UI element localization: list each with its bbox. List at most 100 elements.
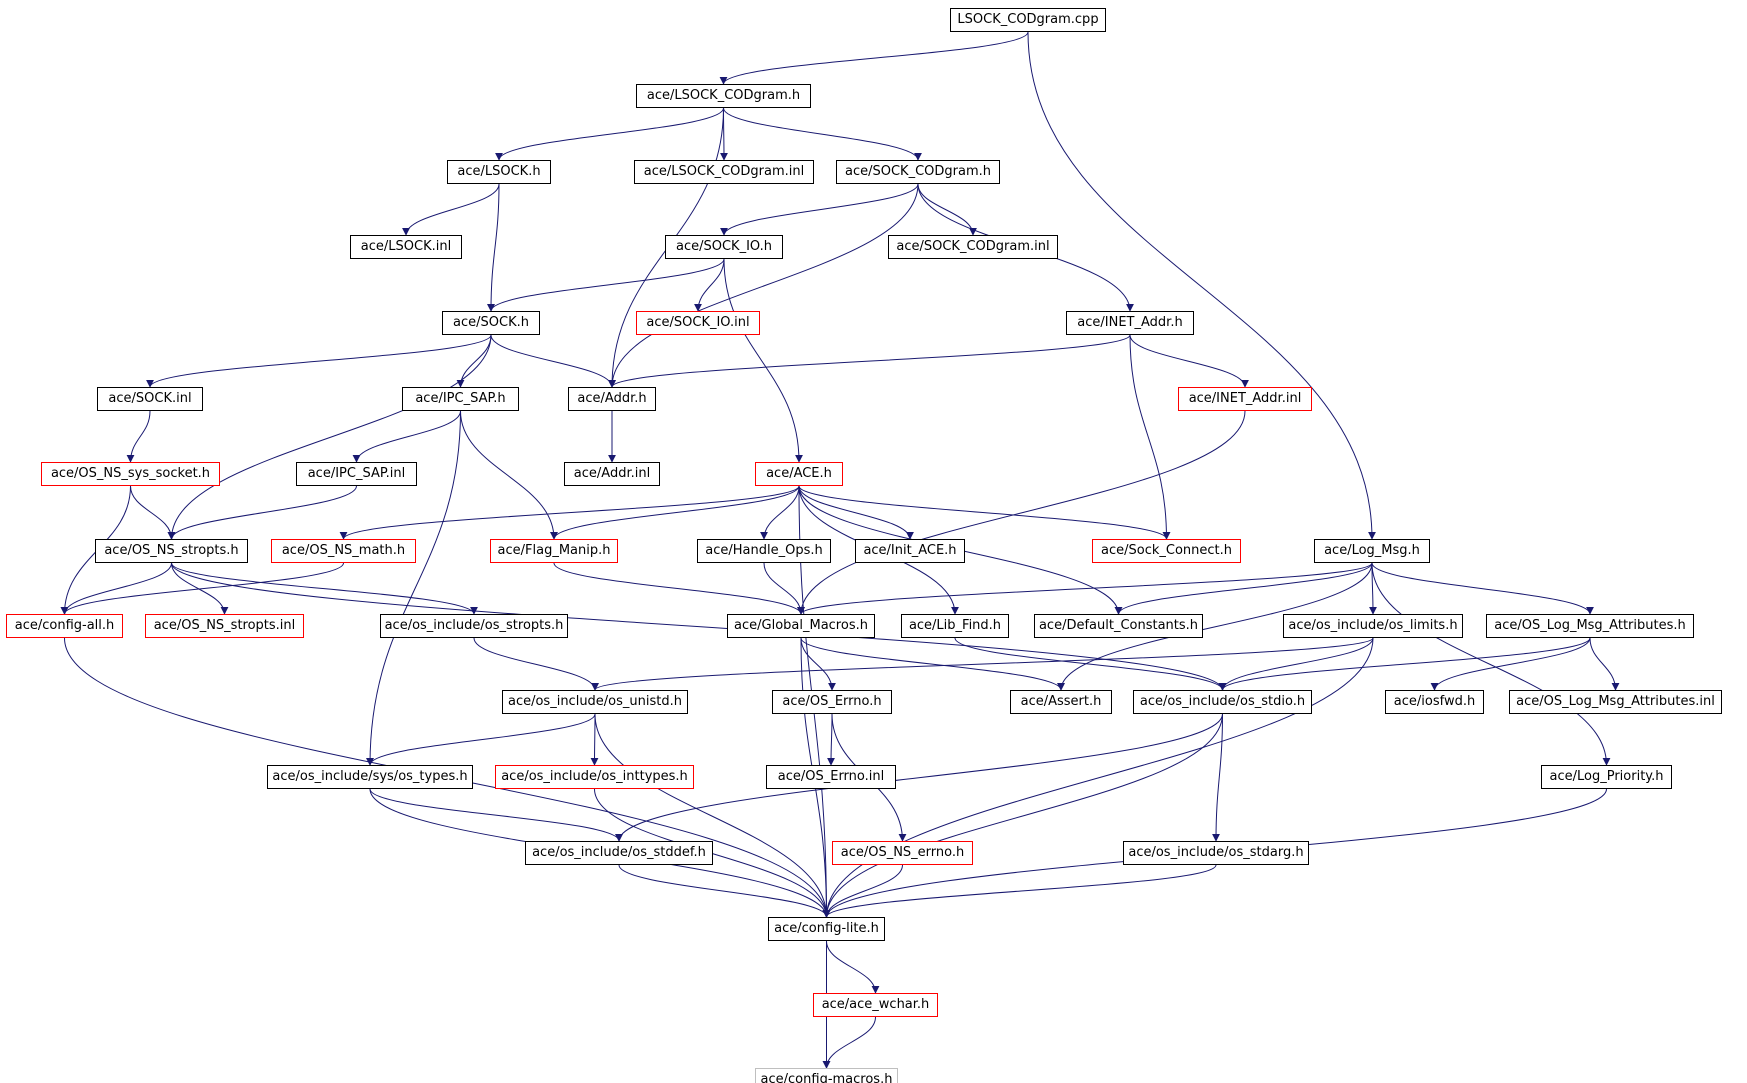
edge-os-include-os-stropts-h-to-os-include-os-unistd-h xyxy=(473,637,599,691)
node-ace-addr-h[interactable]: ace/Addr.h xyxy=(568,387,656,411)
node-ace-os-ns-stropts-h[interactable]: ace/OS_NS_stropts.h xyxy=(95,539,248,563)
node-ace-sock-io-inl[interactable]: ace/SOCK_IO.inl xyxy=(636,311,760,335)
node-ace-sock-codgram-h[interactable]: ace/SOCK_CODgram.h xyxy=(836,160,1000,184)
edge-global-macros-h-to-assert-h xyxy=(800,637,1065,691)
node-ace-sock-inl[interactable]: ace/SOCK.inl xyxy=(97,387,203,411)
node-ace-os-ns-sys-socket-h[interactable]: ace/OS_NS_sys_socket.h xyxy=(41,462,220,486)
edge-sock-h-to-sock-inl xyxy=(146,334,492,388)
edge-sock-io-h-to-sock-io-inl xyxy=(694,258,725,312)
node-ace-os-ns-stropts-inl[interactable]: ace/OS_NS_stropts.inl xyxy=(145,614,304,638)
edge-inet-addr-h-to-inet-addr-inl xyxy=(1129,334,1249,388)
edge-inet-addr-inl-to-global-macros-h xyxy=(797,410,1246,615)
edge-lsock-codgram-cpp-to-log-msg-h xyxy=(1027,31,1376,540)
edge-ipc-sap-h-to-flag-manip-h xyxy=(460,410,558,540)
edge-sock-io-h-to-sock-h xyxy=(487,258,725,312)
edge-sock-codgram-h-to-sock-io-h xyxy=(720,183,919,236)
edge-inet-addr-h-to-sock-connect-h xyxy=(1129,334,1171,540)
node-ace-os-log-msg-attributes-inl[interactable]: ace/OS_Log_Msg_Attributes.inl xyxy=(1509,690,1722,714)
node-ace-lsock-codgram-h[interactable]: ace/LSOCK_CODgram.h xyxy=(636,84,811,108)
node-ace-lsock-h[interactable]: ace/LSOCK.h xyxy=(447,160,551,184)
edge-ipc-sap-inl-to-os-ns-stropts-h xyxy=(167,485,357,540)
node-ace-os-ns-errno-h[interactable]: ace/OS_NS_errno.h xyxy=(832,841,973,865)
node-ace-lsock-inl[interactable]: ace/LSOCK.inl xyxy=(350,235,462,259)
node-ace-assert-h[interactable]: ace/Assert.h xyxy=(1010,690,1112,714)
edge-lsock-h-to-sock-h xyxy=(487,183,500,312)
node-ace-ipc-sap-inl[interactable]: ace/IPC_SAP.inl xyxy=(296,462,417,486)
node-ace-sock-io-h[interactable]: ace/SOCK_IO.h xyxy=(665,235,783,259)
edge-os-include-os-limits-h-to-os-include-os-unistd-h xyxy=(591,637,1374,691)
node-ace-ace-wchar-h[interactable]: ace/ace_wchar.h xyxy=(813,993,938,1017)
node-ace-os-include-os-limits-h[interactable]: ace/os_include/os_limits.h xyxy=(1283,614,1463,638)
node-ace-os-include-sys-os-types-h[interactable]: ace/os_include/sys/os_types.h xyxy=(267,765,473,789)
edge-inet-addr-h-to-addr-h xyxy=(608,334,1131,388)
edge-os-log-msg-attributes-h-to-os-log-msg-attributes-inl xyxy=(1589,637,1620,691)
node-ace-sock-codgram-inl[interactable]: ace/SOCK_CODgram.inl xyxy=(888,235,1058,259)
node-ace-os-include-os-stdarg-h[interactable]: ace/os_include/os_stdarg.h xyxy=(1123,841,1309,865)
edge-os-log-msg-attributes-h-to-os-include-os-stdio-h xyxy=(1218,637,1591,691)
edge-lsock-codgram-h-to-lsock-h xyxy=(495,107,724,161)
node-ace-log-msg-h[interactable]: ace/Log_Msg.h xyxy=(1314,539,1430,563)
node-ace-lib-find-h[interactable]: ace/Lib_Find.h xyxy=(901,614,1009,638)
edge-ace-h-to-flag-manip-h xyxy=(550,485,800,540)
node-ace-default-constants-h[interactable]: ace/Default_Constants.h xyxy=(1034,614,1203,638)
edge-ace-h-to-handle-ops-h xyxy=(760,485,800,540)
node-ace-os-include-os-inttypes-h[interactable]: ace/os_include/os_inttypes.h xyxy=(495,765,694,789)
node-ace-global-macros-h[interactable]: ace/Global_Macros.h xyxy=(727,614,875,638)
edge-os-include-os-stdio-h-to-config-lite-h xyxy=(822,713,1223,918)
node-ace-flag-manip-h[interactable]: ace/Flag_Manip.h xyxy=(490,539,618,563)
node-ace-handle-ops-h[interactable]: ace/Handle_Ops.h xyxy=(697,539,831,563)
edge-os-ns-sys-socket-h-to-os-ns-stropts-h xyxy=(130,485,176,540)
node-ace-os-include-os-unistd-h[interactable]: ace/os_include/os_unistd.h xyxy=(502,690,688,714)
edge-os-errno-h-to-os-errno-inl xyxy=(827,713,836,766)
edge-os-ns-stropts-h-to-os-ns-stropts-inl xyxy=(171,562,229,615)
node-lsock-codgram-cpp[interactable]: LSOCK_CODgram.cpp xyxy=(950,8,1106,32)
node-ace-log-priority-h[interactable]: ace/Log_Priority.h xyxy=(1541,765,1672,789)
node-ace-config-macros-h[interactable]: ace/config-macros.h xyxy=(755,1068,898,1083)
edge-log-msg-h-to-default-constants-h xyxy=(1114,562,1373,615)
edge-os-include-os-limits-h-to-config-lite-h xyxy=(822,637,1374,918)
node-ace-os-include-os-stddef-h[interactable]: ace/os_include/os_stddef.h xyxy=(525,841,713,865)
edge-lib-find-h-to-os-include-os-stdio-h xyxy=(954,637,1227,691)
edge-ace-h-to-os-ns-math-h xyxy=(339,485,800,540)
node-ace-inet-addr-h[interactable]: ace/INET_Addr.h xyxy=(1066,311,1194,335)
node-ace-config-lite-h[interactable]: ace/config-lite.h xyxy=(768,917,885,941)
edge-ace-wchar-h-to-config-macros-h xyxy=(822,1016,876,1069)
edge-ace-h-to-sock-connect-h xyxy=(798,485,1171,540)
edge-os-ns-math-h-to-config-all-h xyxy=(60,562,344,615)
edge-config-lite-h-to-ace-wchar-h xyxy=(826,940,880,994)
node-ace-os-include-os-stdio-h[interactable]: ace/os_include/os_stdio.h xyxy=(1133,690,1312,714)
edge-sock-codgram-h-to-sock-codgram-inl xyxy=(917,183,977,236)
edge-lsock-codgram-h-to-sock-codgram-h xyxy=(723,107,922,161)
node-ace-init-ace-h[interactable]: ace/Init_ACE.h xyxy=(855,539,965,563)
edge-os-include-os-stdarg-h-to-config-lite-h xyxy=(822,864,1217,918)
node-ace-os-errno-h[interactable]: ace/OS_Errno.h xyxy=(772,690,892,714)
edge-global-macros-h-to-os-errno-h xyxy=(800,637,836,691)
node-ace-sock-connect-h[interactable]: ace/Sock_Connect.h xyxy=(1092,539,1241,563)
edge-log-msg-h-to-assert-h xyxy=(1057,562,1373,691)
edge-handle-ops-h-to-global-macros-h xyxy=(763,562,805,615)
node-ace-sock-h[interactable]: ace/SOCK.h xyxy=(442,311,540,335)
node-ace-os-ns-math-h[interactable]: ace/OS_NS_math.h xyxy=(271,539,416,563)
node-ace-os-log-msg-attributes-h[interactable]: ace/OS_Log_Msg_Attributes.h xyxy=(1486,614,1694,638)
node-ace-ace-h[interactable]: ace/ACE.h xyxy=(755,462,843,486)
edge-ace-h-to-init-ace-h xyxy=(798,485,914,540)
edge-ipc-sap-h-to-os-include-sys-os-types-h xyxy=(366,410,461,766)
edge-os-include-os-unistd-h-to-os-include-os-inttypes-h xyxy=(590,713,599,766)
node-ace-ipc-sap-h[interactable]: ace/IPC_SAP.h xyxy=(402,387,519,411)
node-ace-os-errno-inl[interactable]: ace/OS_Errno.inl xyxy=(766,765,896,789)
edge-os-include-os-unistd-h-to-config-lite-h xyxy=(594,713,831,918)
node-ace-config-all-h[interactable]: ace/config-all.h xyxy=(6,614,123,638)
edge-sock-h-to-addr-h xyxy=(490,334,616,388)
edge-sock-io-h-to-ace-h xyxy=(723,258,803,463)
node-ace-lsock-codgram-inl[interactable]: ace/LSOCK_CODgram.inl xyxy=(634,160,814,184)
node-ace-iosfwd-h[interactable]: ace/iosfwd.h xyxy=(1385,690,1484,714)
edge-os-include-os-stdio-h-to-os-include-os-stdarg-h xyxy=(1212,713,1223,842)
edge-os-include-os-stddef-h-to-config-lite-h xyxy=(618,864,831,918)
edge-sock-codgram-h-to-addr-h xyxy=(608,183,919,388)
node-ace-os-include-os-stropts-h[interactable]: ace/os_include/os_stropts.h xyxy=(380,614,568,638)
node-ace-inet-addr-inl[interactable]: ace/INET_Addr.inl xyxy=(1178,387,1312,411)
edge-os-log-msg-attributes-h-to-iosfwd-h xyxy=(1430,637,1591,691)
node-ace-addr-inl[interactable]: ace/Addr.inl xyxy=(564,462,660,486)
edge-os-ns-stropts-h-to-config-all-h xyxy=(60,562,172,615)
